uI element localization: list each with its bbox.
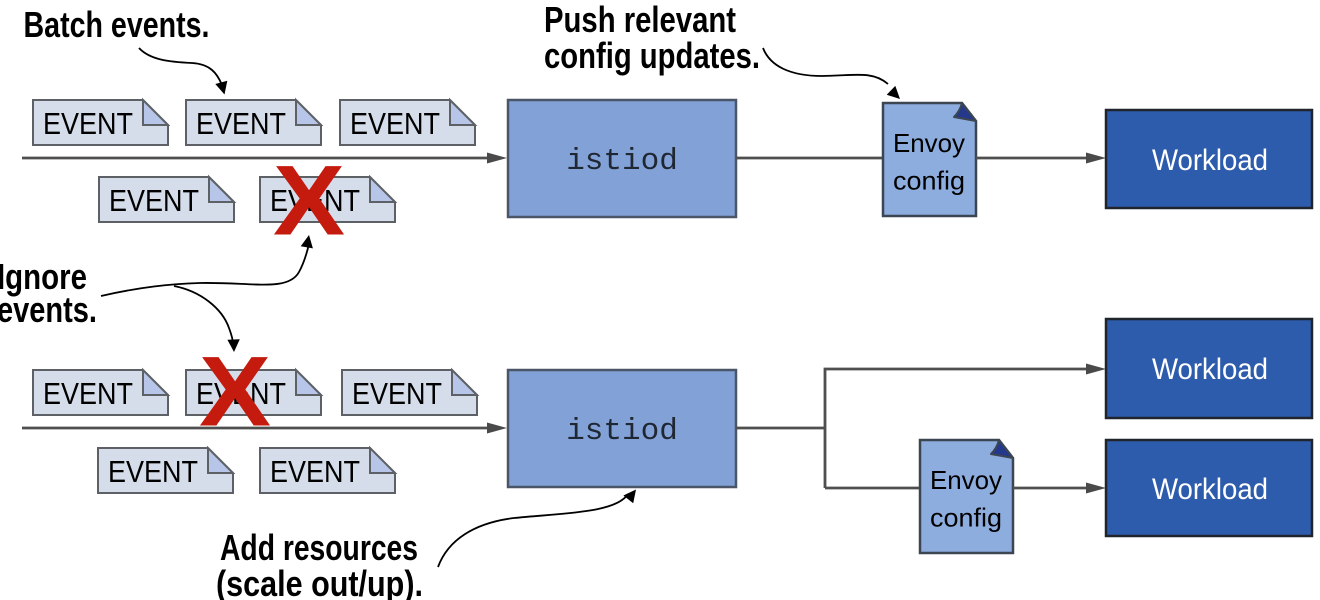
svg-text:config updates.: config updates. <box>544 35 760 76</box>
svg-text:Workload: Workload <box>1152 144 1268 177</box>
svg-text:istiod: istiod <box>566 144 678 179</box>
svg-text:istiod: istiod <box>566 414 678 449</box>
svg-text:Add resources: Add resources <box>220 527 418 568</box>
svg-text:Workload: Workload <box>1152 353 1268 386</box>
svg-text:Workload: Workload <box>1152 473 1268 506</box>
svg-text:events.: events. <box>0 289 97 330</box>
svg-text:Push relevant: Push relevant <box>544 0 736 40</box>
svg-text:(scale out/up).: (scale out/up). <box>216 563 423 600</box>
svg-text:Batch events.: Batch events. <box>24 4 210 45</box>
svg-text:Ignore: Ignore <box>0 256 87 297</box>
